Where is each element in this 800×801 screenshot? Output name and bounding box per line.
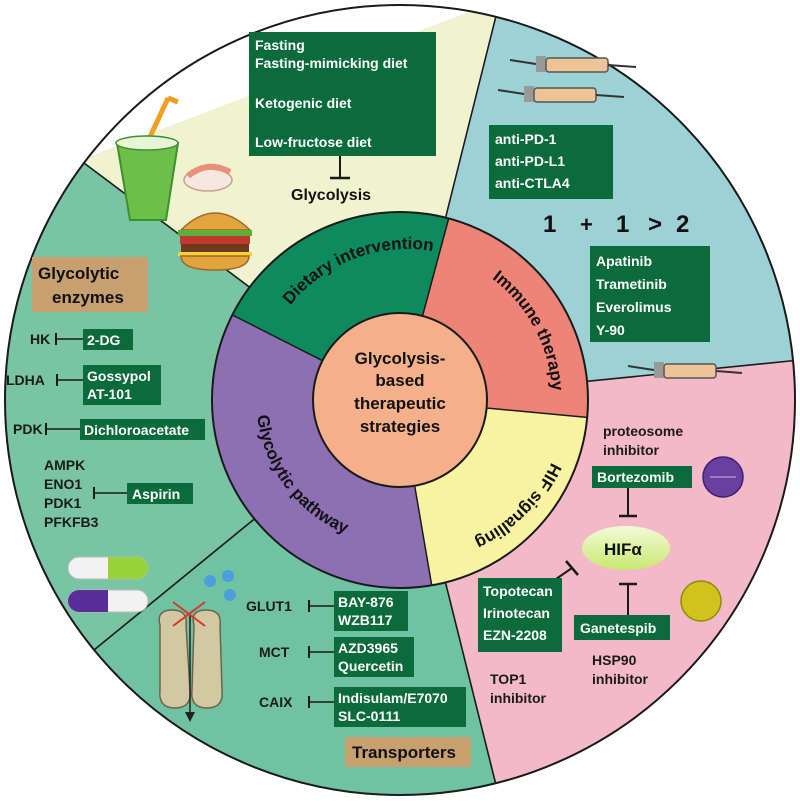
checkpoint-pd1: anti-PD-1: [495, 131, 557, 147]
capsule-icon: [67, 589, 149, 613]
synergy-greater: >: [648, 211, 662, 238]
enzyme-eno1: ENO1: [44, 476, 82, 492]
center-hub: Glycolysis- based therapeutic strategies: [312, 312, 488, 488]
drug-wzb117: WZB117: [338, 612, 393, 628]
enzyme-pdk1: PDK1: [44, 495, 82, 511]
inner-ring: Dietary intervention Immune therapy HIF …: [211, 211, 589, 589]
drug-slc0111: SLC-0111: [338, 708, 400, 724]
transporter-illustration: [158, 570, 236, 722]
top1-drug-box: [478, 578, 562, 652]
enzyme-pfkfb3: PFKFB3: [44, 514, 99, 530]
center-line-2: based: [375, 371, 424, 390]
hsp90-label-1: HSP90: [592, 652, 637, 668]
drug-azd3965: AZD3965: [338, 640, 398, 656]
synergy-one-b: 1: [616, 211, 629, 238]
drug-at101: AT-101: [87, 386, 132, 402]
drug-indisulam: Indisulam/E7070: [338, 690, 448, 706]
drug-box-aspirin: [127, 483, 193, 504]
capsule-icon: [67, 556, 149, 580]
enzymes-panel: Glycolytic enzymes HK 2-DG LDHA Gossypol…: [6, 257, 205, 613]
immune-panel: anti-PD-1 anti-PD-L1 anti-CTLA4 1 + 1 > …: [489, 56, 743, 379]
drug-dichloroacetate: Dichloroacetate: [84, 422, 189, 438]
combo-everolimus: Everolimus: [596, 299, 672, 315]
drug-box-dca: [80, 419, 205, 440]
transporter-glut1: GLUT1: [246, 598, 292, 614]
bortezomib-box: [592, 466, 692, 488]
syringe-icon: [497, 86, 625, 103]
diet-item-lowfructose: Low-fructose diet: [255, 134, 372, 150]
drug-bortezomib: Bortezomib: [597, 469, 674, 485]
enzymes-title-box: [32, 257, 148, 312]
transporters-title-box: [345, 737, 471, 767]
drug-2dg: 2-DG: [87, 332, 121, 348]
hsp90-label-2: inhibitor: [592, 671, 649, 687]
drug-box-2dg: [83, 329, 133, 350]
hif-alpha-label: HIFα: [604, 540, 642, 559]
enzyme-ldha: LDHA: [6, 372, 45, 388]
top1-label-1: TOP1: [490, 671, 527, 687]
center-line-1: Glycolysis-: [355, 349, 446, 368]
checkpoint-drug-box: [489, 125, 613, 199]
transporters-title: Transporters: [352, 743, 456, 762]
diet-item-keto: Ketogenic diet: [255, 95, 352, 111]
diet-item-fasting: Fasting: [255, 37, 305, 53]
diet-target-glycolysis: Glycolysis: [291, 187, 371, 204]
syringe-icon: [627, 362, 743, 379]
enzyme-hk: HK: [30, 331, 50, 347]
transporter-mct: MCT: [259, 644, 290, 660]
diet-drug-box: [249, 32, 436, 156]
drug-box-ldha: [83, 365, 161, 405]
synergy-one-a: 1: [543, 211, 556, 238]
hif-panel: proteosome inhibitor Bortezomib HIFα Top…: [478, 423, 744, 706]
transporters-panel: GLUT1 BAY-876 WZB117 MCT AZD3965 Quercet…: [158, 570, 471, 767]
center-line-3: therapeutic: [354, 394, 446, 413]
drug-gossypol: Gossypol: [87, 368, 151, 384]
drug-topotecan: Topotecan: [483, 583, 553, 599]
outer-rim: [4, 4, 796, 796]
ring-segment-glycolytic: [212, 315, 432, 588]
enzyme-ampk: AMPK: [44, 457, 85, 473]
center-line-4: strategies: [360, 417, 440, 436]
drug-box-caix: [334, 687, 466, 727]
drug-quercetin: Quercetin: [338, 658, 403, 674]
ring-outline: [211, 211, 589, 589]
drug-aspirin: Aspirin: [132, 486, 180, 502]
combo-drug-box: [590, 246, 710, 342]
drug-box-mct: [334, 637, 414, 677]
drug-bay876: BAY-876: [338, 594, 394, 610]
proteasome-label-2: inhibitor: [603, 442, 660, 458]
checkpoint-pdl1: anti-PD-L1: [495, 153, 565, 169]
enzymes-title-2: enzymes: [52, 288, 124, 307]
synergy-two: 2: [676, 211, 689, 238]
combo-trametinib: Trametinib: [596, 276, 667, 292]
combo-apatinib: Apatinib: [596, 253, 652, 269]
diet-panel: Fasting Fasting-mimicking diet Ketogenic…: [115, 32, 436, 271]
diet-item-fmd: Fasting-mimicking diet: [255, 55, 408, 71]
enzymes-title-1: Glycolytic: [38, 264, 119, 283]
ganetespib-box: [574, 615, 670, 640]
enzyme-pdk: PDK: [13, 421, 43, 437]
hif-alpha-node: [582, 526, 670, 570]
sushi-icon: [183, 163, 233, 192]
drug-irinotecan: Irinotecan: [483, 605, 550, 621]
drug-ezn2208: EZN-2208: [483, 627, 547, 643]
proteasome-label-1: proteosome: [603, 423, 683, 439]
drink-cup-icon: [115, 95, 180, 221]
drug-ganetespib: Ganetespib: [580, 620, 656, 636]
checkpoint-ctla4: anti-CTLA4: [495, 175, 570, 191]
tablet-icon: [680, 580, 722, 622]
transporter-caix: CAIX: [259, 694, 293, 710]
drug-box-glut1: [334, 591, 408, 631]
burger-icon: [178, 212, 252, 271]
synergy-plus: +: [580, 212, 593, 237]
top1-label-2: inhibitor: [490, 690, 547, 706]
combo-y90: Y-90: [596, 322, 625, 338]
syringe-icon: [509, 56, 637, 73]
